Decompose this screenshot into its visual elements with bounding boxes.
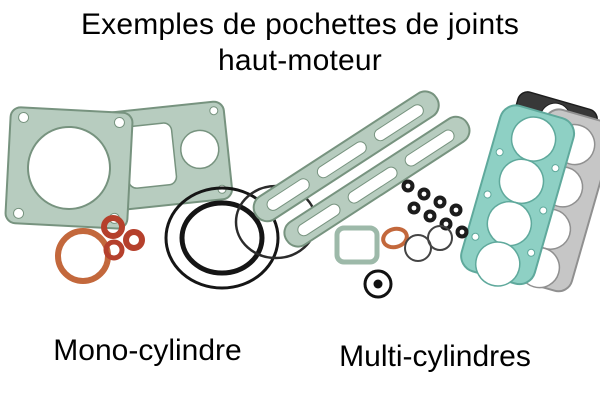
orange-oring	[55, 228, 111, 284]
mono-head-gasket	[103, 100, 234, 211]
gasket-kits-photo	[4, 90, 600, 299]
page-title: Exemples de pochettes de joints haut-mot…	[0, 7, 600, 79]
title-line-1: Exemples de pochettes de joints	[80, 8, 520, 41]
small-gaskets-and-rings	[334, 225, 453, 299]
multi-cylinder-gasket-set	[252, 90, 600, 299]
multi-head-gasket	[460, 104, 576, 287]
caption-mono-cylindre: Mono-cylindre	[53, 334, 242, 367]
mono-base-gasket	[4, 106, 134, 230]
red-orings	[101, 215, 145, 261]
caption-multi-cylindres: Multi-cylindres	[339, 340, 531, 373]
valve-stem-seals	[401, 179, 469, 239]
title-line-2: haut-moteur	[218, 44, 382, 77]
mono-cylinder-gasket-set	[4, 100, 318, 290]
valve-cover-gaskets	[252, 90, 471, 248]
